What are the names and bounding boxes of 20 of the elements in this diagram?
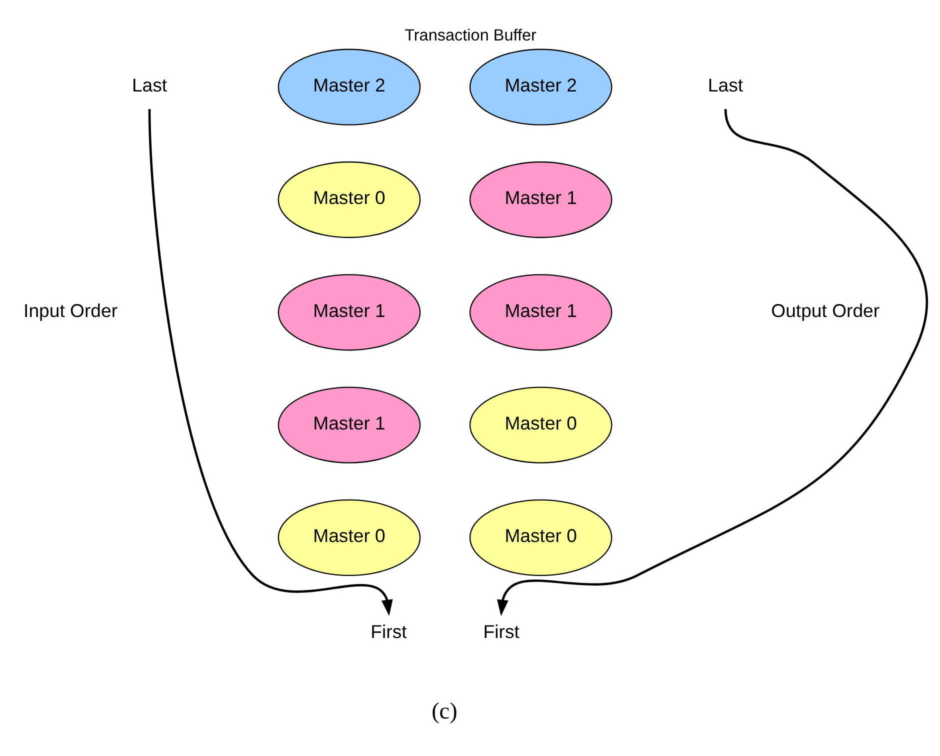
node-text: Last <box>131 74 167 96</box>
arrow <box>148 109 392 616</box>
label: Input Order <box>23 300 118 321</box>
diagram-title: Transaction Buffer <box>404 26 536 44</box>
node-text: First <box>370 620 406 642</box>
node-ellipse: Master 0 <box>277 499 420 576</box>
arrow <box>496 109 928 616</box>
node-text: Last <box>707 74 743 96</box>
label: Output Order <box>770 300 880 321</box>
node-ellipse: Master 0 <box>277 161 420 238</box>
node-ellipse: Master 0 <box>468 499 612 576</box>
node-ellipse: Master 1 <box>468 161 612 238</box>
node-text: First <box>482 620 519 642</box>
node-ellipse: Master 2 <box>468 48 612 126</box>
node-ellipse: Master 1 <box>277 274 420 351</box>
caption: (c) <box>431 698 457 724</box>
node-ellipse: Master 0 <box>468 386 612 464</box>
node-ellipse: Master 1 <box>277 386 420 464</box>
node-ellipse: Master 1 <box>468 274 612 351</box>
node-ellipse: Master 2 <box>277 48 420 126</box>
